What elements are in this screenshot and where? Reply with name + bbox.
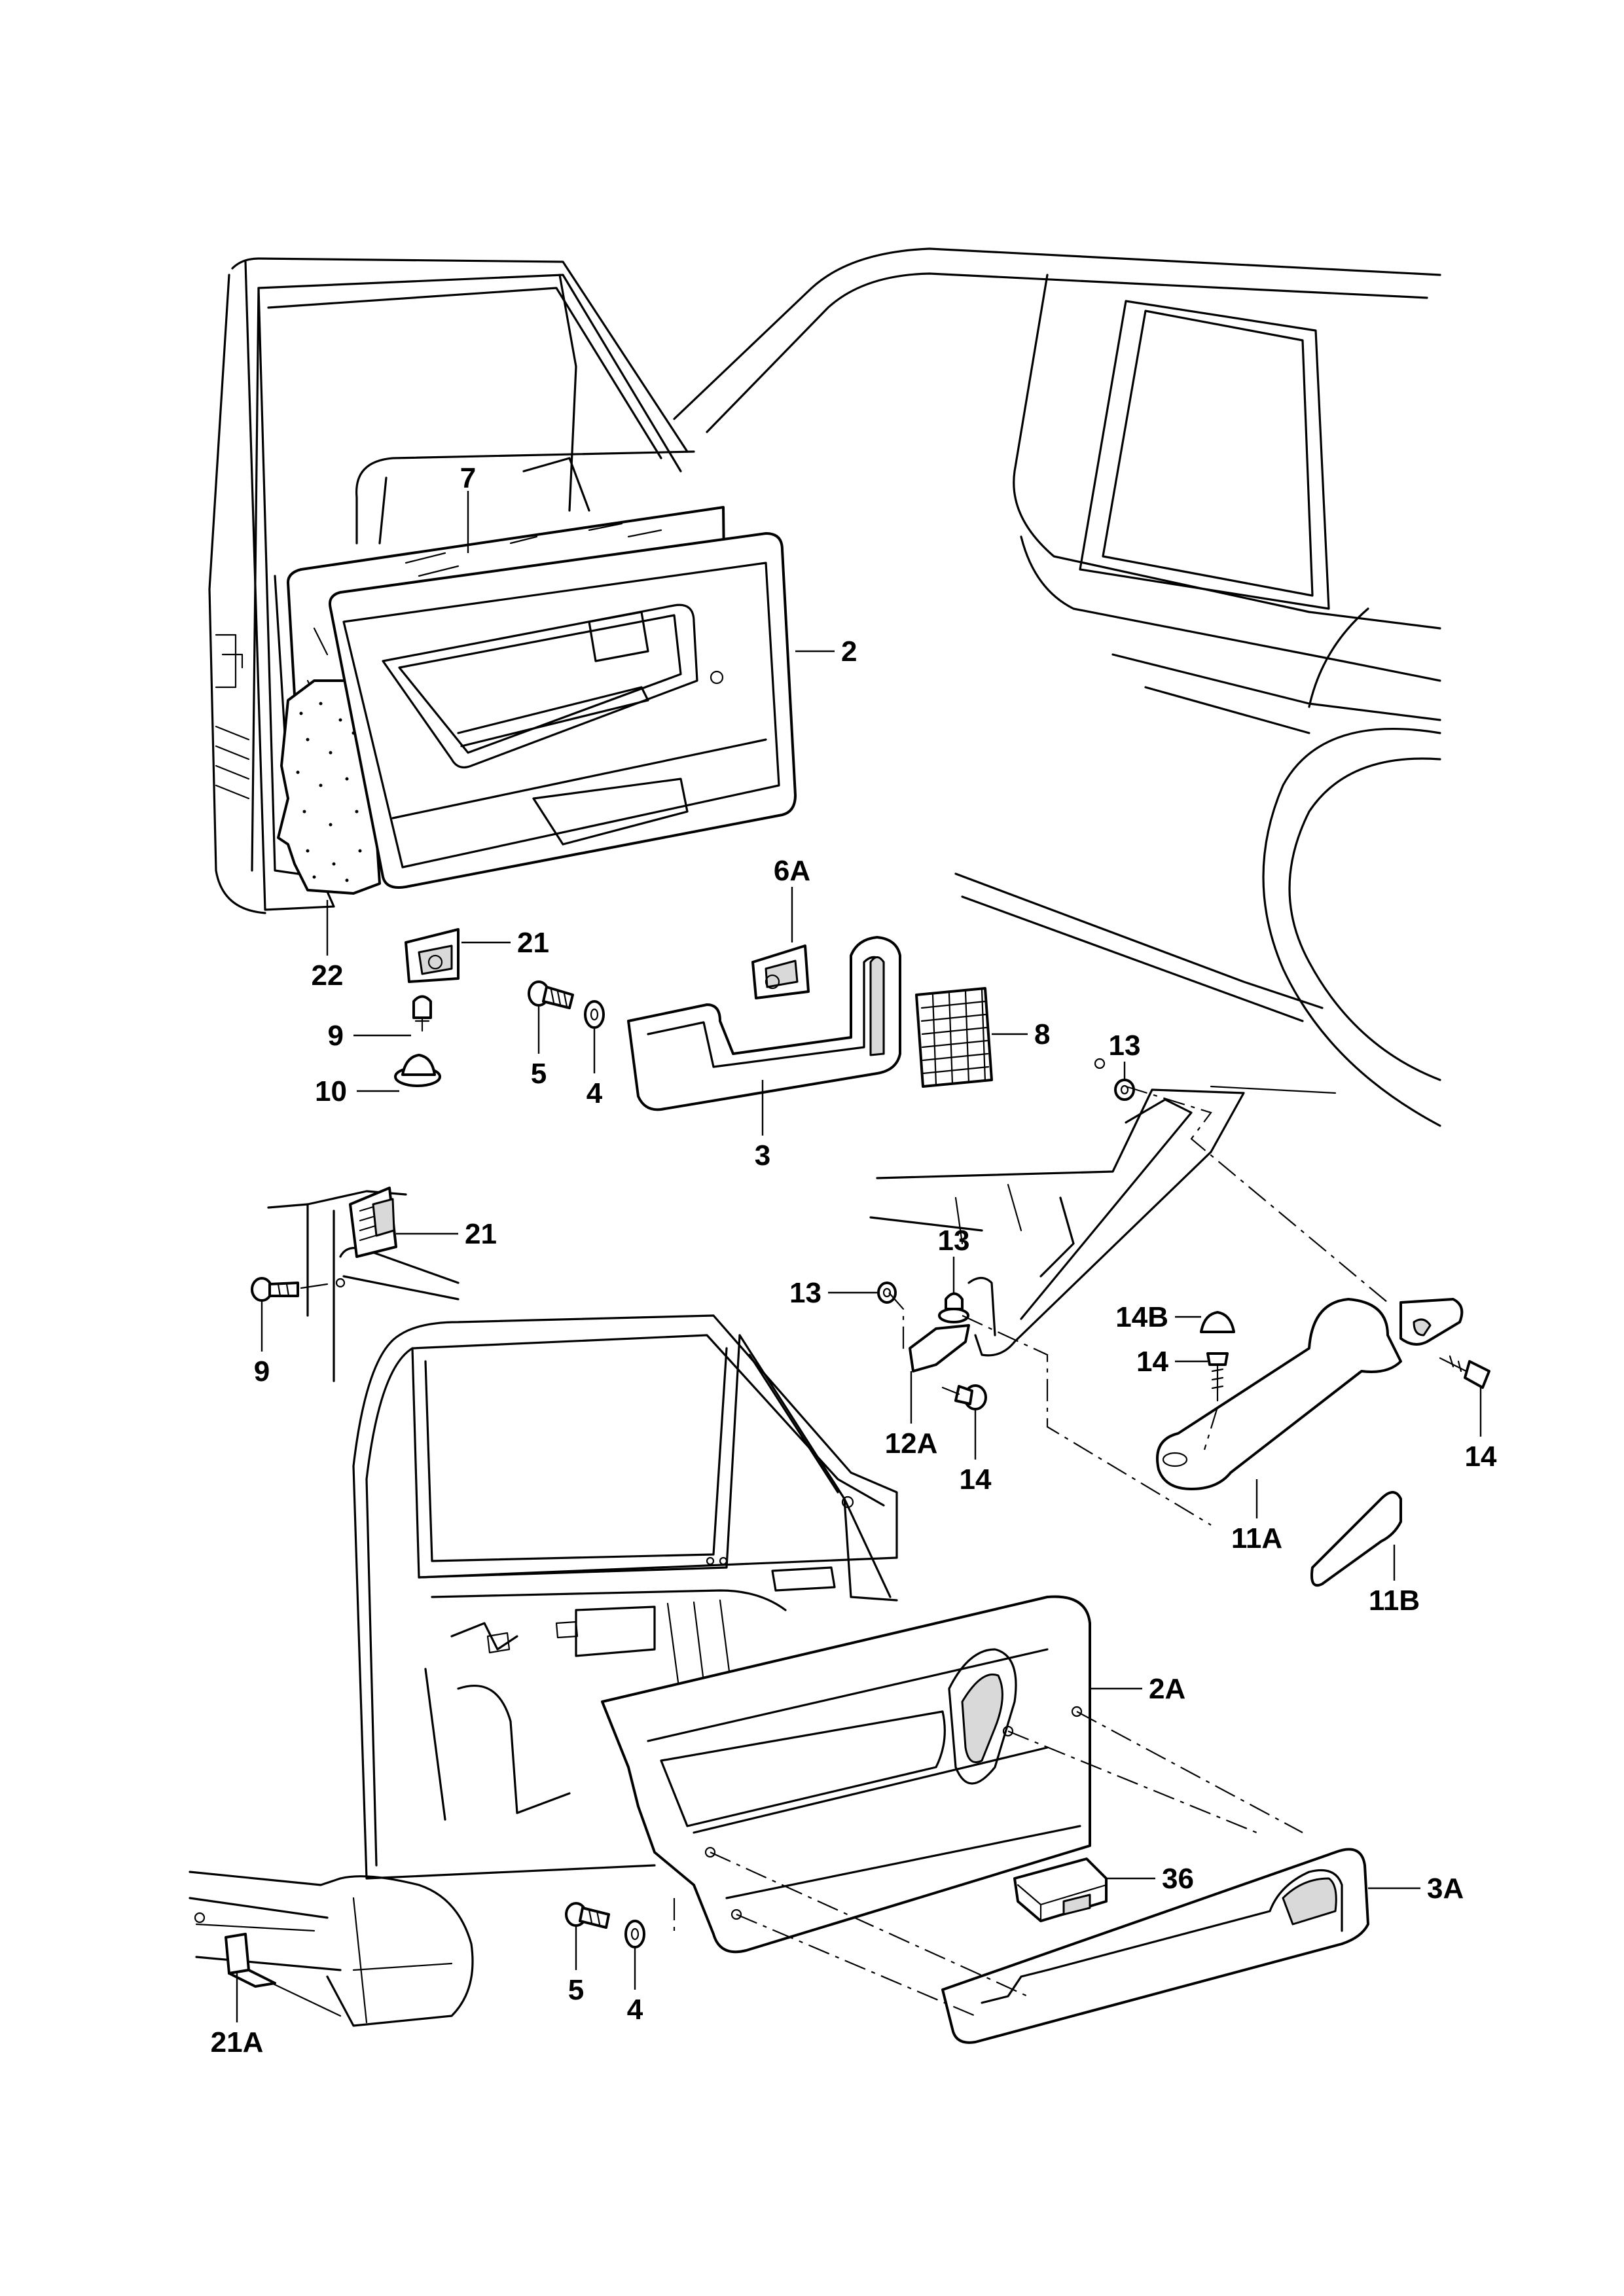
rear-lower-pillar-piece [189, 1871, 474, 2027]
label-14-bracket: 14 [960, 1463, 992, 1496]
part-21a-rear-clip [225, 1933, 342, 2017]
part-4-washer-rear [624, 1920, 645, 1948]
label-7: 7 [460, 462, 476, 494]
part-11b-trim-strip [1310, 1491, 1402, 1587]
part-3a-rear-armrest [941, 1848, 1369, 2044]
label-3a: 3A [1427, 1873, 1464, 1905]
label-21-lower: 21 [465, 1218, 497, 1250]
label-13-top: 13 [1109, 1030, 1141, 1062]
label-9-upper: 9 [328, 1020, 344, 1052]
part-6a-clip [751, 944, 810, 999]
part-2-front-door-panel [329, 532, 797, 889]
label-4-front: 4 [586, 1077, 603, 1109]
part-10-cap [394, 1054, 441, 1087]
label-6a: 6A [774, 855, 810, 887]
label-2: 2 [841, 636, 857, 668]
label-21-upper: 21 [517, 927, 549, 959]
label-12a: 12A [885, 1427, 938, 1460]
part-9-screw-upper [412, 995, 432, 1032]
part-4-washer-front [584, 1000, 605, 1029]
part-14b-cap [1200, 1311, 1235, 1333]
part-12a-bracket [909, 1324, 970, 1372]
label-3: 3 [755, 1139, 770, 1172]
callout-labels: 7 2 22 21 6A 9 10 5 4 3 8 13 21 9 13 13 … [211, 462, 1497, 2058]
label-4-rear: 4 [627, 1994, 643, 2026]
label-10: 10 [315, 1075, 347, 1107]
part-3-front-armrest-handle [627, 936, 901, 1111]
label-11b: 11B [1369, 1585, 1420, 1617]
rear-assembly-dash-lines [673, 1711, 1303, 2017]
part-2a-rear-door-panel [601, 1595, 1091, 1954]
label-14-right: 14 [1465, 1441, 1497, 1473]
roof-assembly-dash-lines [888, 1085, 1388, 1526]
label-11a: 11A [1231, 1522, 1282, 1554]
part-5-screw-rear [565, 1902, 610, 1929]
part-14-screw-bracket [941, 1384, 987, 1410]
label-14-handle: 14 [1136, 1346, 1168, 1378]
label-14b: 14B [1115, 1301, 1168, 1333]
roof-frame-section [869, 1058, 1337, 1357]
part-5-screw-front [528, 980, 574, 1009]
label-8: 8 [1034, 1018, 1050, 1050]
label-21a: 21A [211, 2026, 264, 2058]
rear-door-frame [352, 1314, 898, 1880]
label-5-rear: 5 [568, 1974, 584, 2006]
part-21-clip-lower [349, 1187, 397, 1258]
label-13-bracket: 13 [938, 1225, 970, 1257]
part-13-nut-mid [877, 1282, 897, 1304]
label-36: 36 [1162, 1863, 1194, 1895]
part-14-screw-handle [1206, 1352, 1229, 1402]
part-14-screw-right [1439, 1355, 1490, 1389]
part-9-screw-lower [251, 1277, 329, 1302]
label-22: 22 [312, 960, 344, 992]
label-13-mid: 13 [789, 1277, 821, 1309]
label-9-lower: 9 [254, 1355, 270, 1388]
part-13-nut-top [1114, 1079, 1135, 1101]
part-21-clip-upper [405, 928, 460, 983]
part-11a-grab-handle [1156, 1298, 1464, 1490]
part-13-nut-upper-bracket [938, 1292, 969, 1323]
label-5-front: 5 [531, 1058, 547, 1090]
label-2a: 2A [1149, 1673, 1185, 1705]
leader-lines [236, 491, 1482, 2022]
car-body-outline [673, 247, 1441, 1127]
part-8-grille-cover [915, 987, 993, 1088]
front-door-frame [208, 257, 695, 914]
part-36-storage-box [1013, 1857, 1108, 1922]
